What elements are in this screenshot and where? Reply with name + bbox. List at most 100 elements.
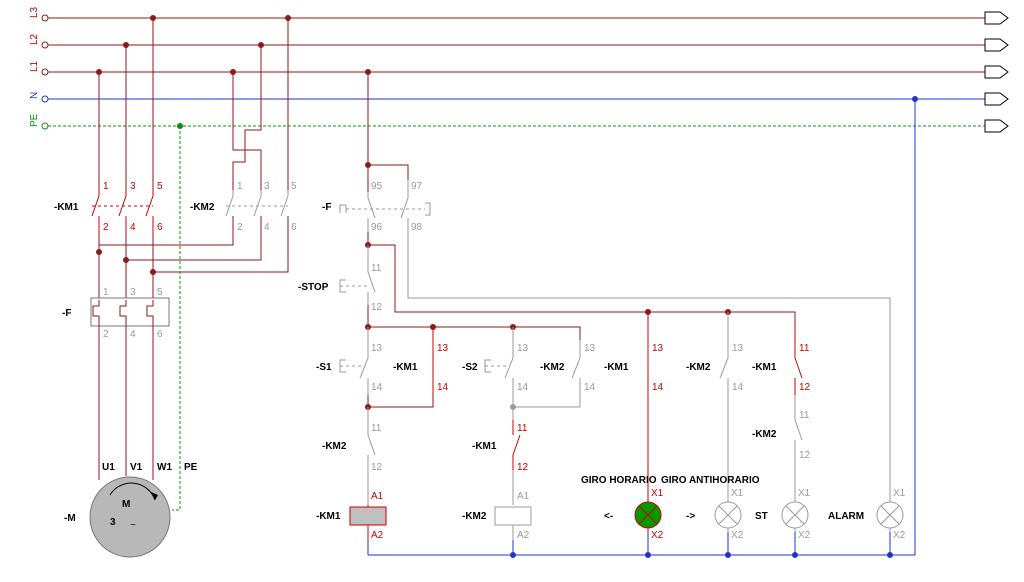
km2-coil: -KM2 A1 A2 xyxy=(462,491,532,541)
lamp-antihorario-title: GIRO ANTIHORARIO xyxy=(661,475,760,486)
overload-terminal-5: 5 xyxy=(157,287,163,298)
f-terminal-97: 97 xyxy=(411,181,423,192)
km1-hold-13: 13 xyxy=(437,343,449,354)
control-wiring xyxy=(365,72,916,558)
km1-coil-ref: -KM1 xyxy=(316,511,341,522)
motor-terminal-v1: V1 xyxy=(130,462,143,473)
km2-hold-contact: -KM2 13 14 xyxy=(540,340,596,395)
km2-coil-a1: A1 xyxy=(517,491,530,502)
lamp-st-km2-ref: -KM2 xyxy=(752,429,777,440)
s2-ref: -S2 xyxy=(462,362,478,373)
lamp-horario-x1: X1 xyxy=(651,488,664,499)
km2-coil-ref: -KM2 xyxy=(462,511,487,522)
stop-terminal-11: 11 xyxy=(371,263,382,274)
bus-terminal-l1 xyxy=(41,68,49,76)
lamp-st-c2-12: 12 xyxy=(799,450,811,461)
lamp-st-km1-ref: -KM1 xyxy=(752,362,777,373)
bus-label-l3: L3 xyxy=(29,6,40,18)
lamp-km1-13: 13 xyxy=(652,343,664,354)
stop-button: -STOP 11 12 xyxy=(298,263,383,313)
overload-relay: -F 1 3 5 2 4 6 xyxy=(62,287,170,340)
reversing-wiring xyxy=(96,216,289,300)
lamp-antihorario-arrow: -> xyxy=(686,511,695,522)
km1-power-contacts: -KM1 1 3 5 2 4 6 xyxy=(54,181,163,235)
bus-arrow-n xyxy=(984,92,1009,106)
km1-coil-a2: A2 xyxy=(371,530,384,541)
f-aux-ref: -F xyxy=(322,202,331,213)
km1-terminal-4: 4 xyxy=(130,222,136,233)
km2-terminal-5: 5 xyxy=(291,181,297,192)
km1-terminal-5: 5 xyxy=(157,181,163,192)
km2-terminal-1: 1 xyxy=(237,181,243,192)
overload-aux-contacts: -F 95 96 97 98 xyxy=(322,180,431,233)
km1-hold-contact: -KM1 13 14 xyxy=(393,340,449,395)
lamp-st-x2: X2 xyxy=(798,530,811,541)
km2-power-ref: -KM2 xyxy=(190,202,215,213)
km1-coil: -KM1 A1 A2 xyxy=(316,491,387,541)
motor-terminal-pe: PE xyxy=(184,462,198,473)
km1-interlock-11: 11 xyxy=(517,423,528,434)
km2-interlock-12: 12 xyxy=(371,462,383,473)
km2-terminal-2: 2 xyxy=(237,222,243,233)
km1-interlock-ref: -KM1 xyxy=(472,441,497,452)
km2-coil-a2: A2 xyxy=(517,530,530,541)
bus-label-pe: PE xyxy=(29,113,40,127)
km2-hold-13: 13 xyxy=(584,343,596,354)
bus-arrow-l3 xyxy=(984,11,1009,25)
overload-terminal-3: 3 xyxy=(130,287,136,298)
lamp-st-c1-12: 12 xyxy=(799,382,811,393)
km2-terminal-4: 4 xyxy=(264,222,270,233)
motor-letter: M xyxy=(122,499,130,510)
km1-interlock-contact: -KM1 11 12 xyxy=(472,420,529,505)
bus-label-l2: L2 xyxy=(29,33,40,45)
lamp-horario-arrow: <- xyxy=(604,511,613,522)
km2-coil-symbol xyxy=(494,506,532,526)
overload-terminal-1: 1 xyxy=(103,287,109,298)
s1-ref: -S1 xyxy=(316,362,332,373)
s2-terminal-14: 14 xyxy=(517,382,529,393)
s1-terminal-13: 13 xyxy=(371,343,383,354)
bus-label-l1: L1 xyxy=(29,60,40,72)
km2-interlock-ref: -KM2 xyxy=(322,441,347,452)
km1-hold-ref: -KM1 xyxy=(393,362,418,373)
lamp-alarm: X1 X2 ALARM xyxy=(828,488,906,541)
lamp-horario-title: GIRO HORARIO xyxy=(581,475,657,486)
lamp-st: -KM1 -KM2 11 12 11 12 X1 X2 ST xyxy=(752,330,811,541)
lamp-km1-14: 14 xyxy=(652,382,664,393)
km1-terminal-6: 6 xyxy=(157,222,163,233)
overload-terminal-4: 4 xyxy=(130,329,136,340)
motor-terminal-w1: W1 xyxy=(157,462,172,473)
motor-terminal-u1: U1 xyxy=(102,462,115,473)
motor-ac: ~ xyxy=(130,520,136,531)
motor-phases: 3 xyxy=(110,517,116,528)
km1-terminal-3: 3 xyxy=(130,181,136,192)
stop-terminal-12: 12 xyxy=(371,302,383,313)
bus-arrow-l2 xyxy=(984,38,1009,52)
lamp-giro-horario: -KM1 13 14 GIRO HORARIO X1 X2 <- xyxy=(581,340,664,541)
overload-terminal-6: 6 xyxy=(157,329,163,340)
km2-interlock-contact: -KM2 11 12 xyxy=(322,420,383,505)
lamp-km2-contact-ref: -KM2 xyxy=(686,362,711,373)
bus-arrow-l1 xyxy=(984,65,1009,79)
km1-coil-symbol xyxy=(349,506,387,526)
km1-interlock-12: 12 xyxy=(517,462,529,473)
motor-symbol xyxy=(89,476,171,558)
motor: M 3 ~ -M U1 V1 W1 PE xyxy=(64,126,198,558)
lamp-alarm-x2: X2 xyxy=(893,530,906,541)
km2-terminal-6: 6 xyxy=(291,222,297,233)
lamp-st-label: ST xyxy=(755,511,768,522)
lamp-horario-x2: X2 xyxy=(651,530,664,541)
lamp-st-c2-11: 11 xyxy=(799,410,810,421)
lamp-st-x1: X1 xyxy=(798,488,811,499)
s2-button: -S2 13 14 xyxy=(462,340,529,395)
overload-ref: -F xyxy=(62,308,71,319)
bus-terminal-l2 xyxy=(41,41,49,49)
km1-terminal-2: 2 xyxy=(103,222,109,233)
km2-interlock-11: 11 xyxy=(371,423,382,434)
km1-terminal-1: 1 xyxy=(103,181,109,192)
lamp-giro-antihorario: -KM2 13 14 GIRO ANTIHORARIO X1 X2 -> xyxy=(661,340,760,541)
bus-terminal-n xyxy=(41,95,49,103)
s1-terminal-14: 14 xyxy=(371,382,383,393)
km2-hold-ref: -KM2 xyxy=(540,362,565,373)
supply-buses: L3 L2 L1 N PE xyxy=(29,6,1009,133)
